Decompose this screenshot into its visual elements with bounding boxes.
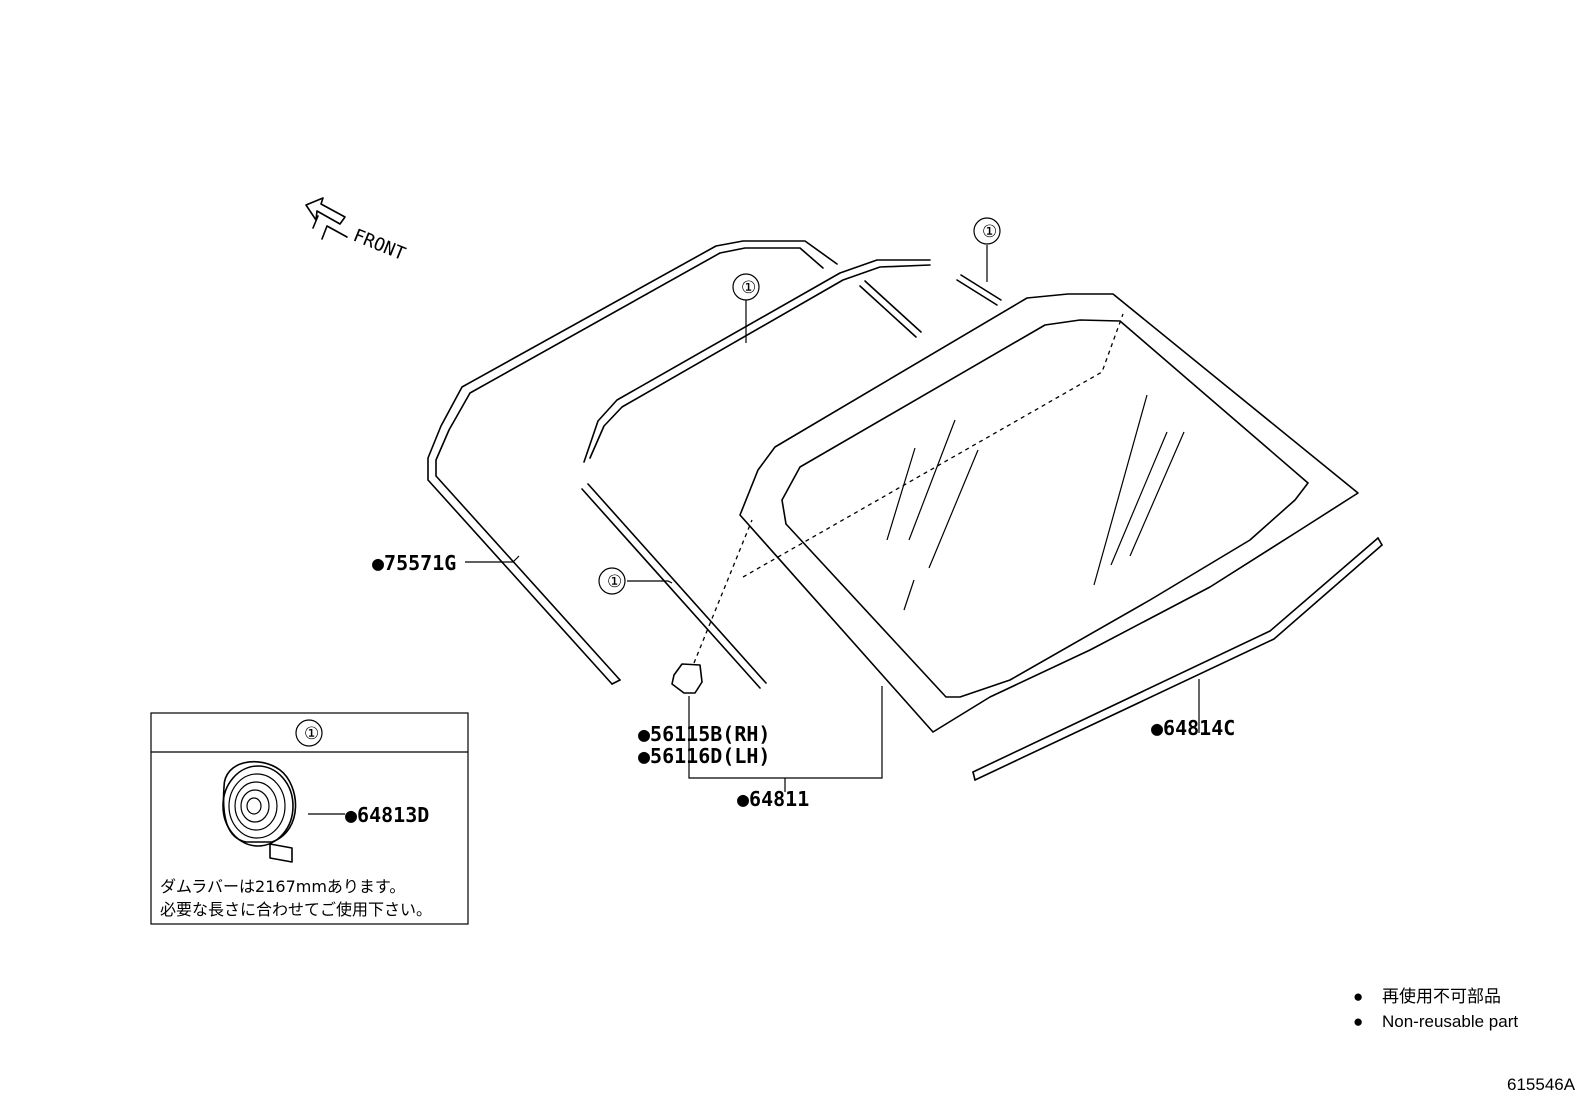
legend-bullet-1: ● bbox=[1353, 987, 1363, 1006]
reference-lines bbox=[693, 313, 1124, 664]
inset-note-line1: ダムラバーは2167mmあります。 bbox=[160, 877, 405, 896]
lower-weatherstrip bbox=[972, 537, 1383, 781]
front-arrow-icon bbox=[305, 197, 348, 240]
outer-moulding bbox=[427, 240, 838, 685]
label-75571G: ●75571G bbox=[372, 551, 456, 575]
label-64814C: ●64814C bbox=[1151, 716, 1235, 740]
inset-note-line2: 必要な長さに合わせてご使用下さい。 bbox=[160, 900, 432, 919]
legend-bullet-2: ● bbox=[1353, 1012, 1363, 1031]
leader-lines bbox=[308, 245, 1200, 815]
legend-line1: 再使用不可部品 bbox=[1382, 986, 1501, 1006]
back-window-glass bbox=[739, 293, 1359, 733]
label-56116D-LH: ●56116D(LH) bbox=[638, 744, 770, 768]
label-56115B-RH: ●56115B(RH) bbox=[638, 722, 770, 746]
circle-marker-top-text: ① bbox=[982, 222, 997, 242]
legend-line2: Non-reusable part bbox=[1382, 1012, 1518, 1031]
inset-header: ① bbox=[304, 724, 319, 744]
figure-code: 615546A bbox=[1507, 1075, 1576, 1094]
label-64813D: ●64813D bbox=[345, 803, 429, 827]
dam-rubber-roll-icon bbox=[222, 760, 297, 863]
circle-marker-top: ① bbox=[973, 217, 1001, 245]
circle-marker-upper-text: ① bbox=[741, 278, 756, 298]
inset-box: ① ●64813D ダムラバーは2167mmあります。 必要な長さに合わせてご使… bbox=[150, 712, 469, 925]
circle-marker-side: ① bbox=[598, 567, 626, 595]
dam-rubber-strip-side bbox=[581, 483, 767, 689]
circle-marker-upper: ① bbox=[732, 273, 760, 301]
circle-marker-side-text: ① bbox=[607, 572, 622, 592]
legend: ● 再使用不可部品 ● Non-reusable part bbox=[1353, 986, 1518, 1031]
glass-stopper bbox=[671, 663, 703, 694]
dam-rubber-strip-top bbox=[956, 274, 1002, 306]
label-64811: ●64811 bbox=[737, 787, 809, 811]
dam-rubber-strip-upper bbox=[583, 259, 931, 463]
front-label: FRONT bbox=[350, 225, 408, 265]
